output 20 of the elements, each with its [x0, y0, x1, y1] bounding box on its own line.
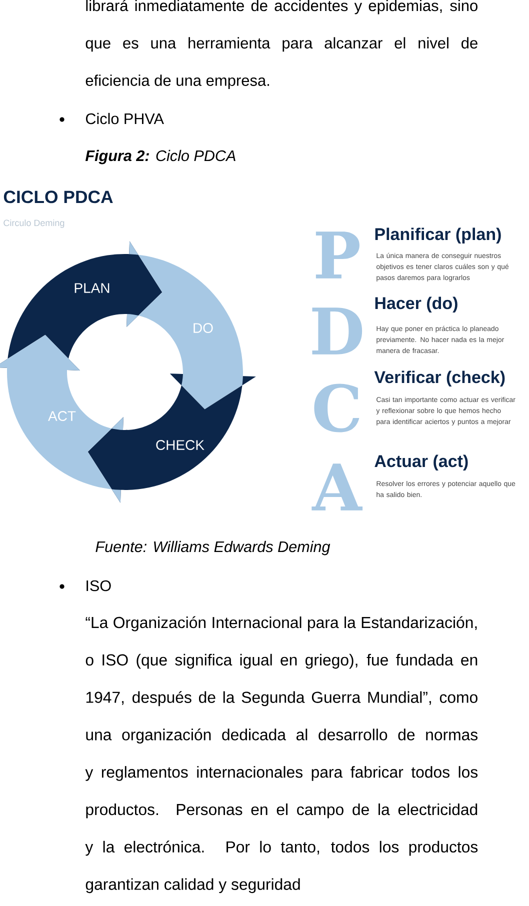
step-heading: Actuar (act) [374, 454, 468, 471]
step-heading: Verificar (check) [374, 370, 505, 387]
figure-title: Figura 2: Ciclo PDCA [85, 150, 236, 164]
source-caption: Fuente: Williams Edwards Deming [96, 540, 330, 556]
cycle-segment: CHECK [88, 374, 256, 503]
big-letter: D [312, 308, 362, 354]
big-letter: C [314, 384, 360, 432]
step-heading: Planificar (plan) [375, 228, 501, 244]
cycle-segment: DO [126, 241, 256, 410]
heading: CICLO PDCA [4, 190, 113, 204]
step-heading: Hacer (do) [375, 296, 458, 313]
body-paragraph: librará inmediatamente de accidentes y epidemias, sino que es una herramienta para alcanzar el nivel de eficiencia de una empresa. [86, 0, 478, 90]
big-letter: P [316, 232, 360, 278]
body-paragraph: “La Organización Internacional para la Estandarización, o ISO (que significa igual en griego), fue fundada en 1947, después de la Segunda Guerra Mundial”, como una organización dedicada al desarrollo de normas y reglamentos internacionales para fabricar todos los productos. Personas en el campo de la electricidad y la electrónica. Por lo tanto, todos los productos garantizan calidad y seguridad [85, 616, 478, 894]
cycle-segment: ACT [0, 334, 124, 503]
big-letter: A [312, 464, 363, 510]
subheading: Circulo Deming [4, 219, 64, 228]
cycle-segment: PLAN [0, 241, 162, 370]
bullet-item: ISO [86, 580, 111, 592]
bullet-item: Ciclo PHVA [86, 112, 164, 124]
